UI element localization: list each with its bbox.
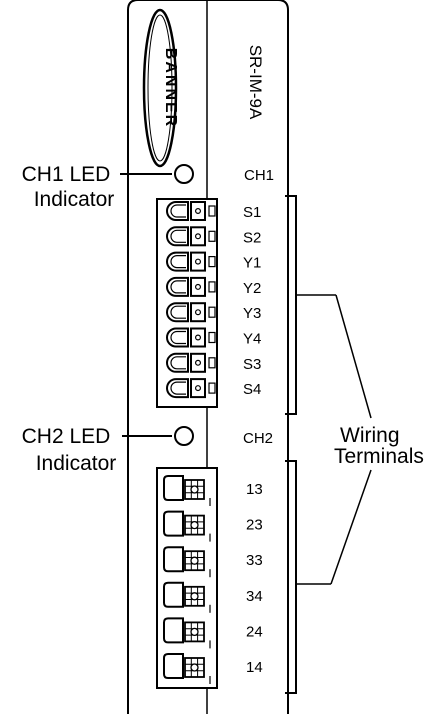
test-point bbox=[195, 334, 202, 341]
screw-clamp-housing bbox=[163, 510, 184, 537]
test-point bbox=[195, 258, 202, 265]
lower-terminal-label: 13 bbox=[246, 481, 263, 498]
spring-clamp-inner bbox=[170, 330, 186, 345]
lower-terminal-label: 14 bbox=[246, 659, 263, 676]
upper-terminal-label: Y1 bbox=[243, 255, 261, 272]
test-point bbox=[195, 283, 202, 290]
wiring-callout-line2: Terminals bbox=[334, 445, 424, 468]
upper-terminals-bracket bbox=[285, 195, 297, 415]
spring-clamp-inner bbox=[170, 255, 186, 269]
upper-terminal-label: S1 bbox=[243, 204, 261, 221]
brand-text: BANNER bbox=[162, 48, 179, 128]
wiring-leader-lower-diag bbox=[330, 469, 372, 585]
screw-head bbox=[190, 485, 199, 494]
upper-terminal-label: S4 bbox=[243, 381, 261, 398]
ch2-led-indicator bbox=[174, 426, 194, 446]
terminal-tab bbox=[208, 331, 216, 344]
lower-terminal-label: 33 bbox=[246, 552, 263, 569]
screw-clamp-housing bbox=[163, 617, 184, 644]
spring-clamp-inner bbox=[170, 356, 186, 370]
upper-terminal-label: Y3 bbox=[243, 305, 261, 322]
upper-terminal-label: S3 bbox=[243, 356, 261, 373]
lower-terminals-bracket bbox=[285, 460, 297, 694]
model-label: SR-IM-9A bbox=[246, 45, 265, 120]
ch2-callout-line2: Indicator bbox=[36, 452, 117, 475]
spring-clamp-inner bbox=[170, 229, 186, 243]
screw-head bbox=[190, 592, 199, 601]
test-point bbox=[195, 208, 202, 215]
screw-clamp-housing bbox=[163, 475, 184, 501]
screw-head bbox=[190, 627, 199, 637]
test-point bbox=[195, 359, 202, 366]
spring-clamp-inner bbox=[170, 381, 186, 395]
terminal-tab bbox=[208, 205, 216, 217]
screw-head bbox=[190, 520, 199, 530]
lower-terminal-label: 34 bbox=[246, 588, 263, 605]
ch1-panel-label: CH1 bbox=[244, 167, 274, 184]
terminal-tab bbox=[208, 230, 216, 242]
ch1-callout-line1: CH1 LED bbox=[22, 163, 111, 186]
upper-terminal-label: S2 bbox=[243, 229, 261, 246]
lower-terminal-label: 23 bbox=[246, 517, 263, 534]
wiring-leader-upper-diag bbox=[335, 294, 372, 419]
screw-head bbox=[190, 663, 199, 672]
screw-head bbox=[190, 556, 199, 565]
ch2-callout-line1: CH2 LED bbox=[22, 425, 111, 448]
test-point bbox=[195, 233, 202, 240]
lower-terminal-label: 24 bbox=[246, 623, 263, 640]
test-point bbox=[195, 385, 202, 392]
terminal-tab bbox=[208, 382, 216, 394]
banner-logo: BANNER bbox=[142, 8, 179, 168]
spring-clamp-inner bbox=[170, 280, 186, 294]
screw-clamp-housing bbox=[163, 546, 184, 573]
terminal-tab bbox=[208, 306, 216, 318]
spring-clamp-inner bbox=[170, 204, 186, 218]
upper-terminal-label: Y4 bbox=[243, 331, 261, 348]
wiring-callout-line1: Wiring bbox=[340, 424, 400, 447]
screw-clamp-housing bbox=[163, 581, 184, 608]
spring-clamp-inner bbox=[170, 305, 186, 319]
test-point bbox=[195, 309, 202, 316]
terminal-tab bbox=[208, 281, 216, 293]
upper-terminal-label: Y2 bbox=[243, 280, 261, 297]
terminal-tab bbox=[208, 357, 216, 369]
screw-clamp-housing bbox=[163, 653, 184, 679]
ch1-led-indicator bbox=[174, 164, 194, 184]
lower-terminal-block: 13 23 33 34 24 14 bbox=[156, 467, 263, 689]
ch2-panel-label: CH2 bbox=[243, 430, 273, 447]
lower-block-body bbox=[156, 467, 218, 689]
terminal-tab bbox=[208, 256, 216, 268]
ch1-callout-line2: Indicator bbox=[34, 188, 115, 211]
